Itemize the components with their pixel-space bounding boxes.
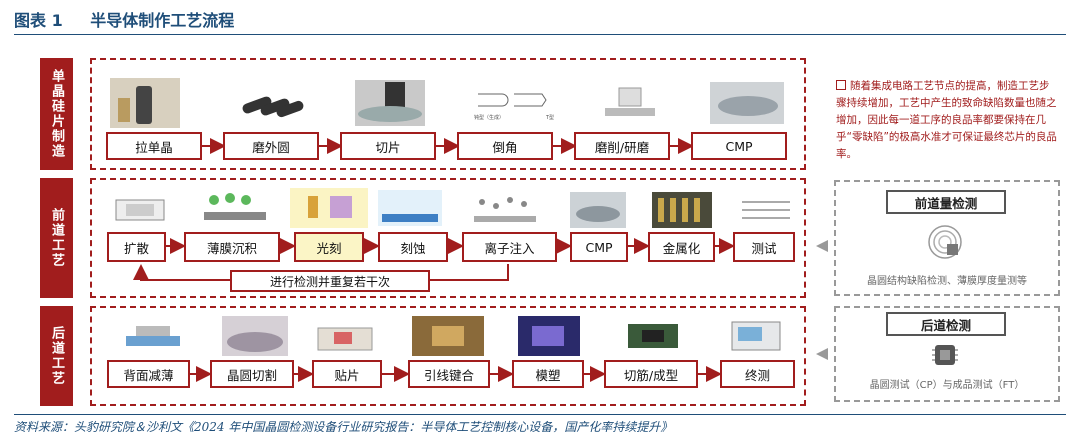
chamfer-image-labels: 钝型（生成） T型 xyxy=(474,114,554,121)
etching-image xyxy=(378,190,442,226)
wafer-slicing-image xyxy=(355,80,425,126)
grinding-image xyxy=(605,87,655,116)
stage-label-back: 后道工艺 xyxy=(40,306,73,406)
step-final-test: 终测 xyxy=(720,360,795,388)
stage-label-wafer: 单晶硅片制造 xyxy=(40,58,73,170)
step-diffusion: 扩散 xyxy=(107,232,166,262)
step-trim-form: 切筋/成型 xyxy=(604,360,698,388)
front-stage-box xyxy=(90,178,806,298)
step-molding: 模塑 xyxy=(512,360,584,388)
dicing-image xyxy=(222,316,288,356)
chip-icon xyxy=(932,345,958,365)
step-backgrinding: 背面减薄 xyxy=(107,360,190,388)
figure-title-text: 半导体制作工艺流程 xyxy=(90,11,235,30)
step-thin-film-deposition: 薄膜沉积 xyxy=(184,232,280,262)
backgrinding-image xyxy=(126,326,180,346)
lithography-image xyxy=(290,188,368,228)
step-slicing: 切片 xyxy=(340,132,436,160)
front-inspection-box xyxy=(834,180,1060,296)
testing-image xyxy=(742,201,790,219)
source-text: 资料来源：头豹研究院＆沙利文《2024 年中国晶圆检测设备行业研究报告：半导体工… xyxy=(14,420,673,434)
step-testing: 测试 xyxy=(733,232,795,262)
deposition-image xyxy=(204,193,266,220)
cylinder-grinding-image xyxy=(242,96,304,118)
molding-image xyxy=(518,316,580,356)
step-chamfer: 倒角 xyxy=(457,132,553,160)
bullet-square-icon xyxy=(836,80,846,90)
step-wafer-dicing: 晶圆切割 xyxy=(210,360,294,388)
yield-note: 随着集成电路工艺节点的提高，制造工艺步骤持续增加，工艺中产生的致命缺陷数量也随之… xyxy=(836,78,1058,163)
ion-implant-image xyxy=(474,197,536,222)
step-etching: 刻蚀 xyxy=(378,232,448,262)
die-attach-image xyxy=(317,327,373,351)
diffusion-image xyxy=(115,199,165,221)
chamfer-label-rounded: 钝型（生成） xyxy=(474,115,505,121)
source-rule xyxy=(14,414,1066,415)
chamfer-image xyxy=(478,93,547,107)
yield-note-text: 随着集成电路工艺节点的提高，制造工艺步骤持续增加，工艺中产生的致命缺陷数量也随之… xyxy=(836,80,1057,160)
step-metallization: 金属化 xyxy=(648,232,715,262)
cmp-front-image xyxy=(570,192,626,228)
back-inspection-desc: 晶圆测试（CP）与成品测试（FT） xyxy=(869,380,1025,391)
stage-label-front: 前道工艺 xyxy=(40,178,73,298)
metallization-image xyxy=(652,192,712,228)
step-cmp-wafer: CMP xyxy=(691,132,787,160)
figure-label: 图表 1 xyxy=(14,11,63,30)
step-lithography: 光刻 xyxy=(294,232,364,262)
front-inspection-desc: 晶圆结构缺陷检测、薄膜厚度量测等 xyxy=(867,276,1027,287)
figure-title: 图表 1 半导体制作工艺流程 xyxy=(14,7,234,31)
back-stage-box xyxy=(90,306,806,406)
back-inspection-title: 后道检测 xyxy=(886,312,1006,336)
title-rule xyxy=(14,34,1066,35)
repeat-loop-label: 进行检测并重复若干次 xyxy=(230,270,430,292)
wire-bonding-image xyxy=(412,316,484,356)
trim-form-image xyxy=(628,324,678,348)
cmp-machine-image xyxy=(710,82,784,124)
step-cmp-front: CMP xyxy=(570,232,628,262)
pulling-crystal-image xyxy=(110,78,180,128)
step-grinding-lapping: 磨削/研磨 xyxy=(574,132,670,160)
final-test-image xyxy=(731,321,781,351)
wafer-stage-box xyxy=(90,58,806,170)
step-die-attach: 贴片 xyxy=(312,360,382,388)
wafer-inspection-icon xyxy=(928,225,962,259)
step-pull-crystal: 拉单晶 xyxy=(106,132,202,160)
back-inspection-box xyxy=(834,306,1060,402)
step-ion-implant: 离子注入 xyxy=(462,232,557,262)
step-cylinder-grinding: 磨外圆 xyxy=(223,132,319,160)
step-wire-bonding: 引线键合 xyxy=(408,360,490,388)
front-inspection-title: 前道量检测 xyxy=(886,190,1006,214)
chamfer-label-t: T型 xyxy=(545,115,554,121)
